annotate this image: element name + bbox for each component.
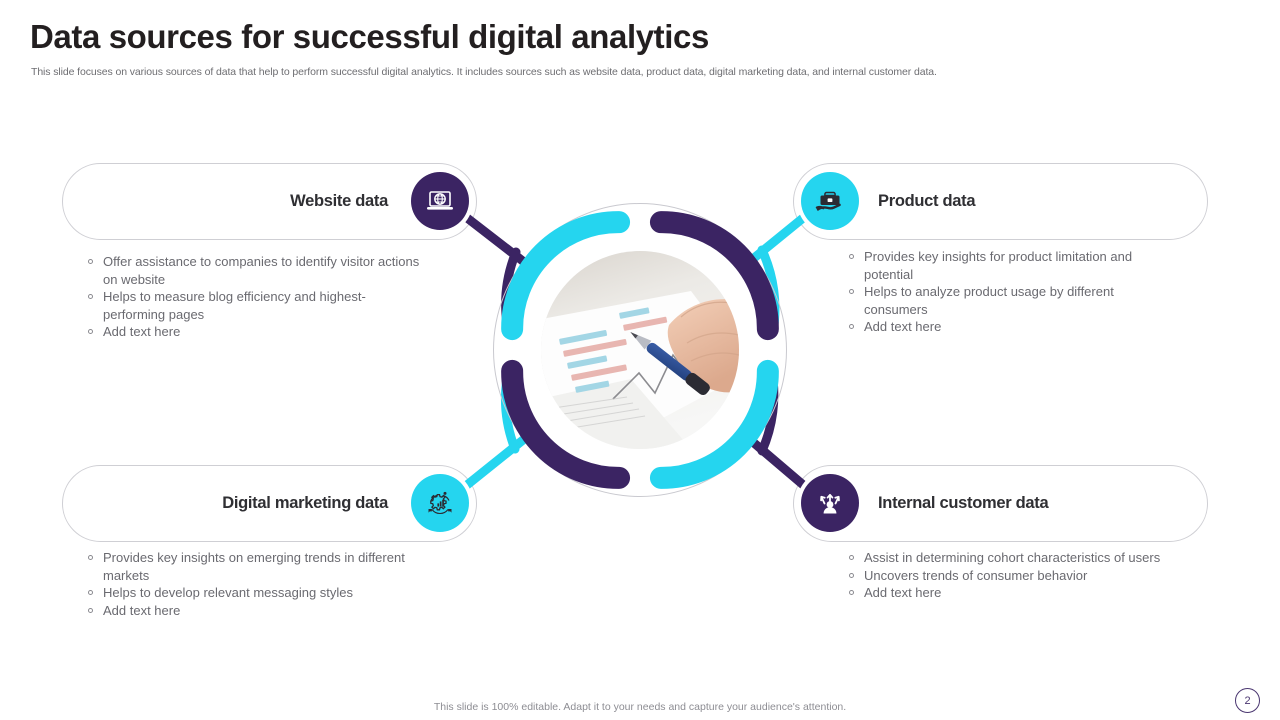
- list-item: Helps to analyze product usage by differ…: [843, 283, 1173, 318]
- panel-card-internal-customer-data[interactable]: Internal customer data: [793, 465, 1208, 542]
- briefcase-hand-icon: [815, 191, 841, 211]
- bullet-list-product-data: Provides key insights for product limita…: [843, 248, 1173, 336]
- icon-badge-website-data[interactable]: [411, 172, 469, 230]
- panel-heading-internal-customer-data: Internal customer data: [878, 494, 1049, 512]
- segmented-ring: [501, 211, 779, 489]
- bullet-list-internal-customer-data: Assist in determining cohort characteris…: [843, 549, 1213, 602]
- page-number-badge: 2: [1235, 688, 1260, 713]
- bullet-list-website-data: Offer assistance to companies to identif…: [82, 253, 422, 341]
- list-item: Add text here: [82, 323, 422, 341]
- panel-card-website-data[interactable]: Website data: [62, 163, 477, 240]
- list-item: Helps to measure blog efficiency and hig…: [82, 288, 422, 323]
- bullet-list-digital-marketing-data: Provides key insights on emerging trends…: [82, 549, 422, 619]
- center-graphic: [481, 191, 799, 509]
- list-item: Assist in determining cohort characteris…: [843, 549, 1213, 567]
- center-photo: [541, 251, 739, 449]
- page-subtitle: This slide focuses on various sources of…: [31, 66, 937, 78]
- list-item: Helps to develop relevant messaging styl…: [82, 584, 422, 602]
- list-item: Provides key insights on emerging trends…: [82, 549, 422, 584]
- panel-heading-product-data: Product data: [878, 192, 976, 210]
- laptop-globe-icon: [427, 191, 453, 210]
- list-item: Add text here: [843, 584, 1213, 602]
- list-item: Add text here: [843, 318, 1173, 336]
- gear-analytics-icon: [428, 491, 452, 515]
- icon-badge-digital-marketing-data[interactable]: [411, 474, 469, 532]
- panel-card-product-data[interactable]: Product data: [793, 163, 1208, 240]
- list-item: Uncovers trends of consumer behavior: [843, 567, 1213, 585]
- list-item: Provides key insights for product limita…: [843, 248, 1173, 283]
- list-item: Add text here: [82, 602, 422, 620]
- page-title: Data sources for successful digital anal…: [30, 18, 709, 55]
- panel-card-digital-marketing-data[interactable]: Digital marketing data: [62, 465, 477, 542]
- footer-note: This slide is 100% editable. Adapt it to…: [433, 701, 847, 713]
- panel-heading-website-data: Website data: [290, 192, 388, 210]
- panel-heading-digital-marketing-data: Digital marketing data: [222, 494, 388, 512]
- list-item: Offer assistance to companies to identif…: [82, 253, 422, 288]
- icon-badge-product-data[interactable]: [801, 172, 859, 230]
- icon-badge-internal-customer-data[interactable]: [801, 474, 859, 532]
- outer-thin-ring: [493, 203, 787, 497]
- person-arrows-icon: [820, 493, 840, 514]
